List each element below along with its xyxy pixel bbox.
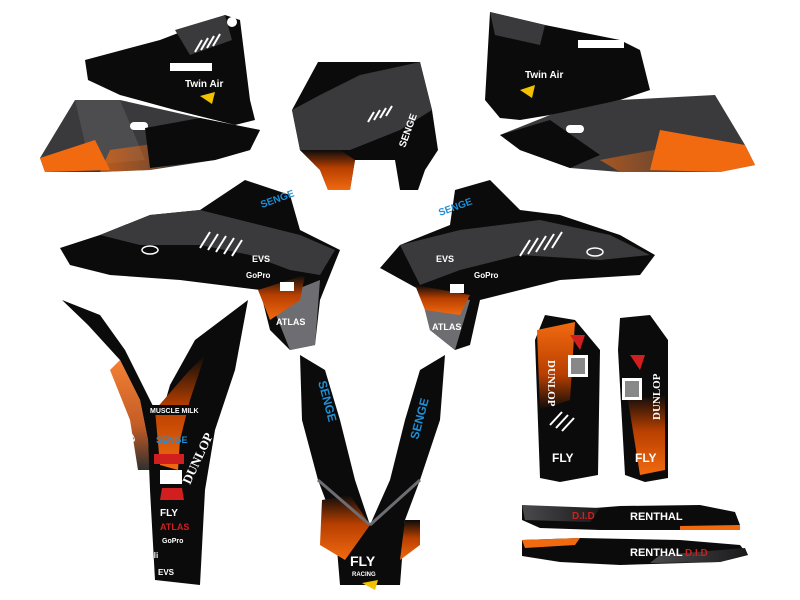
senge-logo-fender: SENGE bbox=[156, 435, 188, 445]
dunlop-logo-fork-left: DUNLOP bbox=[545, 360, 557, 407]
fly-logo-front-fender: FLY bbox=[350, 553, 376, 569]
shroud-top-right: Twin Air bbox=[485, 12, 650, 120]
gopro-logo-fender: GoPro bbox=[162, 538, 183, 545]
gopro-logo-shroud-left: GoPro bbox=[246, 271, 271, 280]
gopro-logo-shroud-right: GoPro bbox=[474, 271, 499, 280]
atlas-logo-fender: ATLAS bbox=[160, 522, 189, 532]
dunlop-logo-fork-right: DUNLOP bbox=[651, 373, 663, 420]
front-fender: SENGE SENGE FLY RACING bbox=[300, 355, 445, 590]
twin-air-logo-right: Twin Air bbox=[525, 70, 563, 81]
fork-guard-right: DUNLOP FLY bbox=[618, 315, 668, 482]
atlas-logo-shroud-left: ATLAS bbox=[276, 317, 305, 327]
headlight-plate: SENGE bbox=[292, 62, 438, 190]
evs-logo-fender: EVS bbox=[158, 568, 175, 577]
swingarm-top: D.I.D RENTHAL bbox=[522, 505, 740, 530]
did-logo-swingarm-top: D.I.D bbox=[572, 511, 595, 522]
side-panel-left bbox=[40, 100, 260, 172]
fly-logo-fork-right: FLY bbox=[635, 451, 657, 465]
atlas-logo-shroud-right: ATLAS bbox=[432, 322, 461, 332]
radiator-shroud-left: SENGE EVS GoPro ATLAS bbox=[60, 180, 340, 350]
fly-racing-sub-front-fender: RACING bbox=[352, 572, 376, 578]
evs-logo-shroud-left: EVS bbox=[252, 254, 270, 264]
radiator-shroud-right: SENGE EVS GoPro ATLAS bbox=[380, 180, 655, 350]
rear-fender: DUNLOP DUNLOP MUSCLE MILK SENGE FLY ATLA… bbox=[62, 300, 248, 585]
evs-logo-shroud-right: EVS bbox=[436, 254, 454, 264]
twin-air-logo-left: Twin Air bbox=[185, 79, 223, 90]
fly-logo-fender: FLY bbox=[160, 508, 178, 519]
side-panel-right bbox=[500, 95, 755, 172]
renthal-logo-swingarm-bottom: RENTHAL bbox=[630, 547, 683, 559]
shroud-top-left: Twin Air bbox=[85, 15, 255, 125]
renthal-logo-swingarm-top: RENTHAL bbox=[630, 511, 683, 523]
did-logo-swingarm-bottom: D.I.D bbox=[685, 548, 708, 559]
fork-guard-left: DUNLOP FLY bbox=[535, 315, 600, 482]
swingarm-bottom: RENTHAL D.I.D bbox=[522, 538, 748, 565]
fly-logo-fork-left: FLY bbox=[552, 451, 574, 465]
muscle-milk-logo: MUSCLE MILK bbox=[150, 408, 199, 415]
uplift-logo-fender: upli bbox=[144, 551, 158, 560]
